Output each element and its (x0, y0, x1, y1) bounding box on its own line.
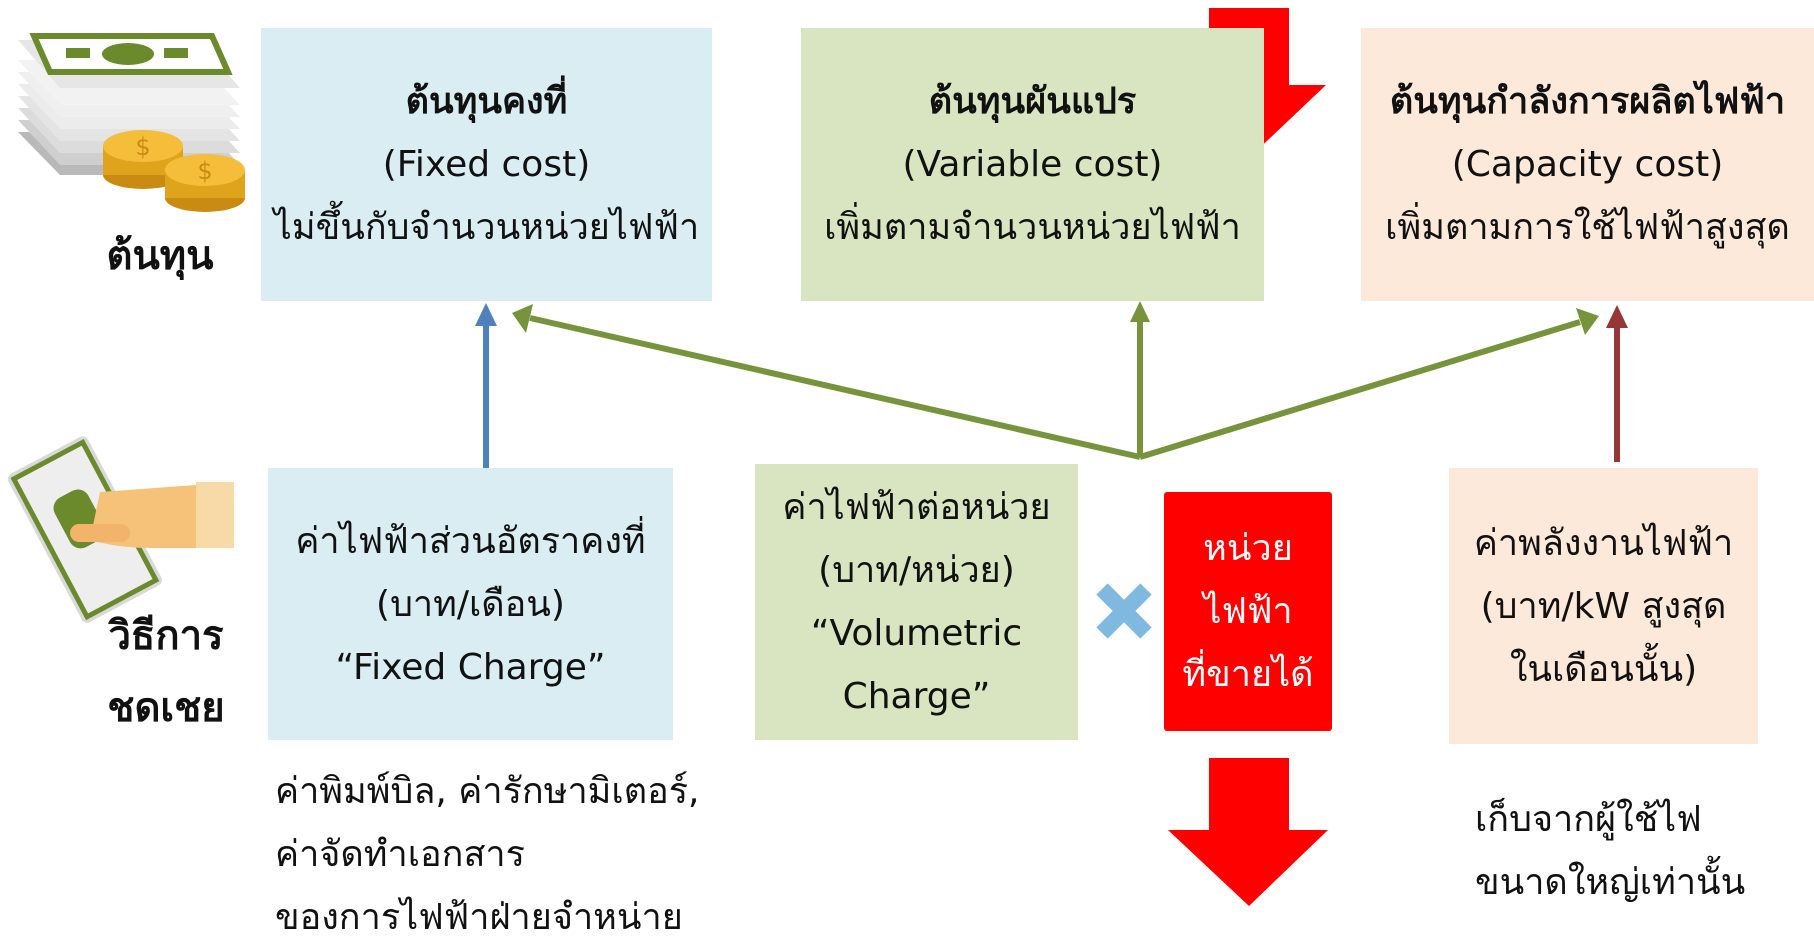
hand-cash-icon (7, 436, 234, 623)
volumetric-charge-line: “Volumetric (810, 613, 1023, 654)
units-sold-line: ที่ขายได้ (1182, 654, 1314, 695)
green-arrows (529, 315, 1581, 460)
volumetric-charge-line: ค่าไฟฟ้าต่อหน่วย (782, 487, 1051, 528)
recovery-label-line: วิธีการ (108, 613, 224, 659)
fixed-cost-english: (Fixed cost) (382, 144, 591, 185)
variable-cost-box: ต้นทุนผันแปร (Variable cost) เพิ่มตามจำน… (801, 28, 1264, 301)
fixed-charge-line: (บาท/เดือน) (376, 583, 565, 625)
recovery-label: วิธีการ ชดเชย (96, 600, 236, 744)
demand-charge-note: เก็บจากผู้ใช้ไฟ ขนาดใหญ่เท่านั้น (1475, 788, 1745, 914)
fixed-charge-box: ค่าไฟฟ้าส่วนอัตราคงที่ (บาท/เดือน) “Fixe… (268, 468, 673, 740)
fixed-charge-note: ค่าพิมพ์บิล, ค่ารักษามิเตอร์, ค่าจัดทำเอ… (275, 760, 699, 949)
variable-cost-title: ต้นทุนผันแปร (928, 81, 1137, 122)
variable-cost-desc: เพิ่มตามจำนวนหน่วยไฟฟ้า (824, 207, 1241, 248)
capacity-cost-desc: เพิ่มตามการใช้ไฟฟ้าสูงสุด (1385, 207, 1790, 248)
volumetric-charge-line: (บาท/หน่วย) (818, 550, 1015, 591)
units-sold-box: หน่วย ไฟฟ้า ที่ขายได้ (1164, 492, 1332, 731)
money-stack-icon (18, 33, 240, 175)
demand-charge-line: ค่าพลังงานไฟฟ้า (1473, 522, 1734, 564)
fixed-cost-desc: ไม่ขึ้นกับจำนวนหน่วยไฟฟ้า (273, 207, 700, 248)
capacity-cost-box: ต้นทุนกำลังการผลิตไฟฟ้า (Capacity cost) … (1361, 28, 1814, 301)
fixed-note-line: ค่าพิมพ์บิล, ค่ารักษามิเตอร์, (275, 771, 700, 812)
coins-icon: $ $ (103, 130, 245, 212)
capacity-cost-title: ต้นทุนกำลังการผลิตไฟฟ้า (1389, 81, 1786, 122)
demand-note-line: เก็บจากผู้ใช้ไฟ (1475, 799, 1702, 840)
fixed-note-line: ค่าจัดทำเอกสาร (275, 834, 525, 875)
recovery-label-line: ชดเชย (107, 685, 225, 731)
multiply-icon (1096, 583, 1152, 639)
down-arrow-icon (1168, 758, 1328, 906)
svg-text:$: $ (135, 133, 150, 161)
volumetric-charge-box: ค่าไฟฟ้าต่อหน่วย (บาท/หน่วย) “Volumetric… (755, 464, 1078, 740)
fixed-cost-title: ต้นทุนคงที่ (405, 81, 568, 122)
demand-note-line: ขนาดใหญ่เท่านั้น (1475, 862, 1746, 903)
svg-text:$: $ (197, 157, 212, 185)
fixed-cost-box: ต้นทุนคงที่ (Fixed cost) ไม่ขึ้นกับจำนวน… (261, 28, 712, 301)
units-sold-line: ไฟฟ้า (1203, 591, 1293, 632)
volumetric-charge-line: Charge” (842, 676, 991, 717)
fixed-note-line: ของการไฟฟ้าฝ่ายจำหน่าย (275, 897, 683, 938)
fixed-charge-line: “Fixed Charge” (335, 646, 606, 688)
demand-charge-line: ในเดือนนั้น) (1509, 648, 1698, 690)
demand-charge-box: ค่าพลังงานไฟฟ้า (บาท/kW สูงสุด ในเดือนนั… (1449, 468, 1758, 744)
variable-cost-english: (Variable cost) (902, 144, 1163, 185)
capacity-cost-english: (Capacity cost) (1451, 144, 1724, 185)
fixed-charge-line: ค่าไฟฟ้าส่วนอัตราคงที่ (295, 520, 646, 562)
demand-charge-line: (บาท/kW สูงสุด (1480, 585, 1727, 627)
units-sold-line: หน่วย (1203, 528, 1293, 569)
costs-label: ต้นทุน (106, 233, 214, 279)
